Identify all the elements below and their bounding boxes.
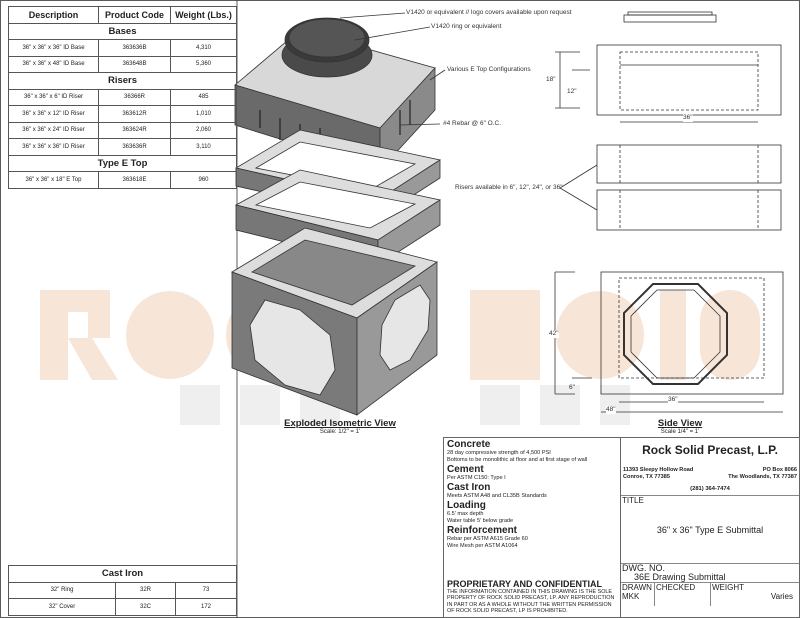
side-view-title: Side View xyxy=(657,418,703,429)
iso-view-scale: Scale: 1/2" = 1' xyxy=(319,429,361,435)
table-cell: 32R xyxy=(115,581,176,599)
table-cell: 363612R xyxy=(98,105,171,123)
table-cell: 4,310 xyxy=(170,39,237,57)
table-cell: 363624R xyxy=(98,121,171,139)
table-cell: 36" x 36" x 12" ID Riser xyxy=(8,105,99,123)
spec-line: Water table 5' below grade xyxy=(447,518,514,524)
section-title: Risers xyxy=(8,72,237,90)
table-cell: 36" x 36" x 36" ID Base xyxy=(8,39,99,57)
section-title: Bases xyxy=(8,22,237,40)
side-view-caption: Side View Scale 1/4" = 1' xyxy=(630,418,730,436)
col-description: Description xyxy=(8,6,99,24)
callout-ring: V1420 ring or equivalent xyxy=(431,23,502,30)
iso-view-title: Exploded Isometric View xyxy=(284,418,396,429)
table-cell: 36" x 36" x 18" E Top xyxy=(8,171,99,189)
spec-heading: Cast Iron xyxy=(447,482,491,493)
section-title: Type E Top xyxy=(8,154,237,172)
table-cell: 2,060 xyxy=(170,121,237,139)
table-cell: 363618E xyxy=(98,171,171,189)
dim-top-inner: 12" xyxy=(567,88,577,95)
callout-cover: V1420 or equivalent // logo covers avail… xyxy=(406,9,572,16)
table-cell: 960 xyxy=(170,171,237,189)
checked-label: CHECKED xyxy=(655,583,711,606)
table-cell: 32" Cover xyxy=(8,598,116,616)
dim-top-w: 36" xyxy=(683,114,693,122)
table-cell: 36" x 36" x 24" ID Riser xyxy=(8,121,99,139)
dim-side-h: 42" xyxy=(549,330,559,338)
callout-etop: Various E Top Configurations xyxy=(447,66,531,73)
table-cell: 36366R xyxy=(98,88,171,106)
spec-line: Bottoms to be monolithic at floor and at… xyxy=(447,457,588,463)
iso-view-caption: Exploded Isometric View Scale: 1/2" = 1' xyxy=(250,418,430,436)
spec-heading: Reinforcement xyxy=(447,525,518,536)
spec-line: Rebar per ASTM A615 Grade 60 xyxy=(447,536,528,542)
spec-line: 6.5' max depth xyxy=(447,511,484,517)
table-cell: 172 xyxy=(175,598,237,616)
side-view-scale: Scale 1/4" = 1' xyxy=(660,429,700,435)
callout-risers: Risers available in 6", 12", 24", or 36" xyxy=(455,184,563,191)
proprietary-heading: PROPRIETARY AND CONFIDENTIAL xyxy=(447,578,603,589)
title-label: TITLE xyxy=(622,496,644,505)
company-name: Rock Solid Precast, L.P. xyxy=(642,443,778,457)
proprietary-text: THE INFORMATION CONTAINED IN THIS DRAWIN… xyxy=(447,588,615,615)
drawn-by: MKK xyxy=(622,592,640,601)
spec-heading: Cement xyxy=(447,464,484,475)
dwg-label: DWG. NO. xyxy=(622,563,665,573)
table-cell: 363636R xyxy=(98,138,171,156)
weight-value: Varies xyxy=(770,592,793,601)
dim-side-inner: 36" xyxy=(668,396,678,404)
callout-rebar: #4 Rebar @ 6" O.C. xyxy=(443,120,502,127)
spec-line: Wire Mesh per ASTM A1064 xyxy=(447,543,518,549)
drawing-title: 36" x 36" Type E Submittal xyxy=(656,525,764,535)
title-block: Rock Solid Precast, L.P. 11393 Sleepy Ho… xyxy=(620,437,800,618)
table-cell: 363636B xyxy=(98,39,171,57)
table-cell: 36" x 36" x 6" ID Riser xyxy=(8,88,99,106)
table-cell: 73 xyxy=(175,581,237,599)
dim-side-outer: 48" xyxy=(606,406,616,414)
table-cell: 3,110 xyxy=(170,138,237,156)
table-cell: 363648B xyxy=(98,55,171,73)
table-cell: 32" Ring xyxy=(8,581,116,599)
table-cell: 485 xyxy=(170,88,237,106)
address-line: Conroe, TX 77385 xyxy=(623,474,670,480)
po-address: The Woodlands, TX 77387 xyxy=(728,474,797,480)
spec-line: Meets ASTM A48 and CL35B Standards xyxy=(447,493,547,499)
po-box: PO Box 8066 xyxy=(762,467,797,473)
cast-iron-title: Cast Iron xyxy=(8,565,237,583)
weight-label: WEIGHT xyxy=(712,583,744,592)
spec-line: Per ASTM C150: Type I xyxy=(447,475,506,481)
spec-heading: Concrete xyxy=(447,439,491,450)
table-cell: 36" x 36" x 48" ID Base xyxy=(8,55,99,73)
spec-line: 28 day compressive strength of 4,500 PSI xyxy=(447,450,551,456)
drawn-label: DRAWN xyxy=(622,583,652,592)
table-cell: 5,360 xyxy=(170,55,237,73)
dwg-number: 36E Drawing Submittal xyxy=(634,572,726,582)
spec-heading: Loading xyxy=(447,500,486,511)
dim-top-h: 18" xyxy=(546,76,556,84)
table-cell: 36" x 36" x 36" ID Riser xyxy=(8,138,99,156)
dim-side-base: 6" xyxy=(569,384,575,391)
address-line: 11393 Sleepy Hollow Road xyxy=(623,467,694,473)
table-cell: 32C xyxy=(115,598,176,616)
phone: (281) 364-7474 xyxy=(621,486,799,496)
col-product-code: Product Code xyxy=(98,6,171,24)
table-cell: 1,010 xyxy=(170,105,237,123)
col-weight: Weight (Lbs.) xyxy=(170,6,237,24)
